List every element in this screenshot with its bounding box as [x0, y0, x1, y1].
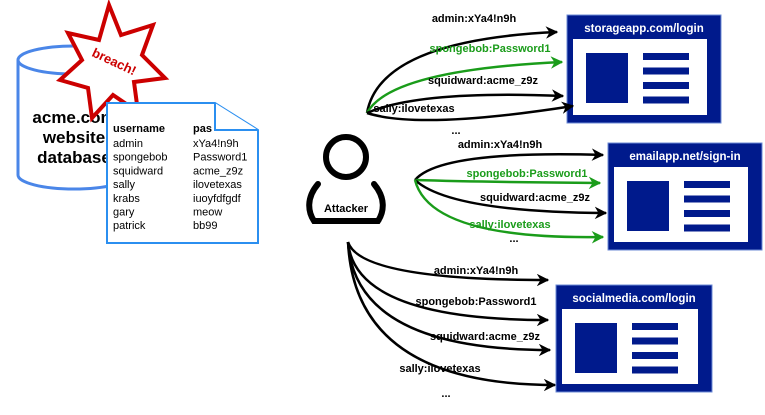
password-cell: iuoyfdfgdf: [193, 193, 242, 205]
failed-login-arrow: [346, 241, 557, 392]
image-block-icon: [575, 323, 617, 373]
more-attempts-ellipsis: ...: [509, 233, 518, 245]
text-line-icon: [684, 181, 730, 188]
login-site-1: emailapp.net/sign-in admin:xYa4!n9h sponge…: [413, 139, 763, 251]
password-cell: acme_z9z: [193, 165, 243, 177]
text-line-icon: [643, 96, 689, 104]
more-attempts-ellipsis: ...: [441, 388, 450, 400]
text-line-icon: [643, 53, 689, 60]
image-block-icon: [627, 181, 669, 231]
failed-login-arrow: [414, 148, 605, 181]
username-cell: squidward: [113, 165, 163, 177]
username-cell: spongebob: [113, 152, 167, 164]
failed-login-arrow: [346, 241, 552, 357]
text-line-icon: [632, 352, 678, 359]
password-cell: ilovetexas: [193, 179, 242, 191]
site-title: emailapp.net/sign-in: [629, 151, 740, 163]
successful-login-arrow: [365, 56, 564, 114]
username-cell: sally: [113, 179, 136, 191]
database-label-line1: acme.com: [32, 108, 115, 127]
credential-attempt-label: spongebob:Password1: [415, 296, 536, 308]
failed-login-arrow: [365, 26, 559, 114]
database-label-line2: website: [42, 128, 105, 147]
credential-attempt-label: spongebob:Password1: [466, 168, 587, 180]
credential-attempt-label: sally:ilovetexas: [373, 103, 454, 115]
username-cell: patrick: [113, 220, 146, 232]
credential-attempt-label: squidward:acme_z9z: [428, 75, 539, 87]
failed-login-arrow: [414, 179, 608, 220]
failed-login-arrow: [346, 241, 550, 327]
more-attempts-ellipsis: ...: [451, 125, 460, 137]
successful-login-arrow: [414, 176, 602, 190]
username-cell: krabs: [113, 193, 140, 205]
password-cell: bb99: [193, 220, 217, 232]
image-block-icon: [586, 53, 628, 103]
username-cell: gary: [113, 207, 135, 219]
text-line-icon: [643, 67, 689, 75]
text-line-icon: [684, 210, 730, 217]
attacker-label: Attacker: [324, 203, 369, 215]
text-line-icon: [684, 224, 730, 232]
failed-login-arrow: [366, 101, 575, 122]
text-line-icon: [632, 337, 678, 345]
attacker-icon: Attacker: [306, 134, 386, 224]
password-cell: xYa4!n9h: [193, 138, 239, 150]
database-label-line3: database: [37, 148, 111, 167]
leaked-credentials-document: username pas admin xYa4!n9h spongebob Passwor…: [106, 102, 259, 244]
failed-login-arrow: [366, 89, 565, 115]
credential-attempt-label: spongebob:Password1: [429, 43, 550, 55]
text-line-icon: [684, 195, 730, 203]
login-site-0: storageapp.com/login admin:xYa4!n9h sponge…: [365, 13, 722, 137]
text-line-icon: [632, 323, 678, 330]
successful-login-arrow: [413, 179, 605, 244]
credential-attempt-label: admin:xYa4!n9h: [432, 13, 517, 25]
site-title: storageapp.com/login: [584, 23, 704, 35]
login-site-2: socialmedia.com/login admin:xYa4!n9h spong…: [346, 241, 713, 400]
password-cell: meow: [193, 207, 222, 219]
site-title: socialmedia.com/login: [572, 293, 695, 305]
text-line-icon: [643, 82, 689, 89]
credential-attempt-label: admin:xYa4!n9h: [434, 265, 519, 277]
credential-attempt-label: admin:xYa4!n9h: [458, 139, 543, 151]
text-line-icon: [632, 366, 678, 374]
breach-star: breach!: [55, 0, 170, 123]
table-header: pas: [193, 123, 212, 135]
username-cell: admin: [113, 138, 143, 150]
password-cell: Password1: [193, 152, 247, 164]
credential-attempt-label: squidward:acme_z9z: [430, 331, 541, 343]
credential-attempt-label: sally:ilovetexas: [399, 363, 480, 375]
credential-attempt-label: squidward:acme_z9z: [480, 192, 591, 204]
credential-attempt-label: sally:ilovetexas: [469, 219, 550, 231]
table-header: username: [113, 123, 165, 135]
failed-login-arrow: [346, 241, 550, 287]
